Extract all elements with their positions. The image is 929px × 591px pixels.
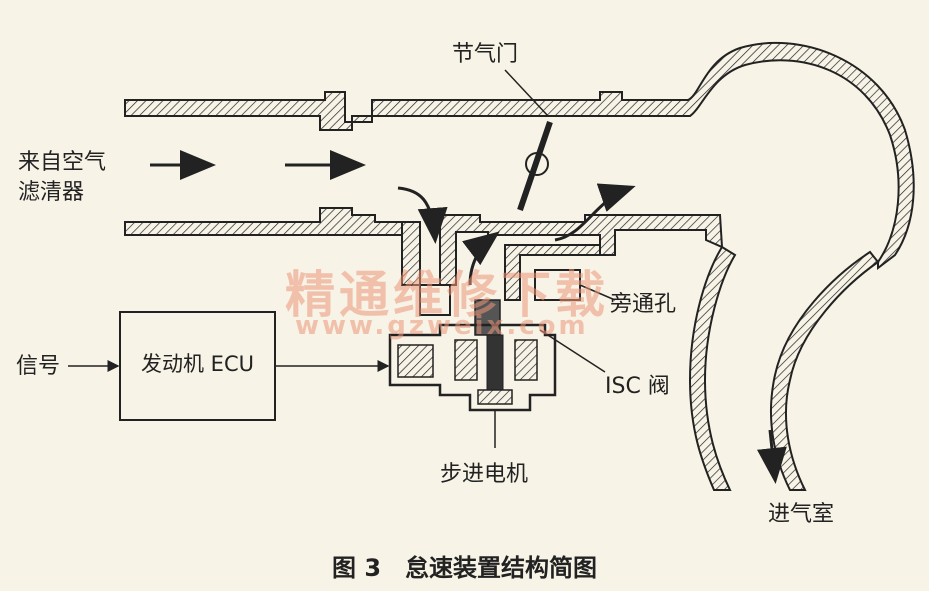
intake-chamber-wall [688,245,880,491]
figure-caption: 图 3 怠速装置结构简图 [331,554,598,582]
bypass-hole-label: 旁通孔 [610,292,677,317]
air-from-filter-label-line1: 来自空气 [18,150,107,175]
ecu-label: 发动机 ECU [141,352,254,376]
isc-valve-label: ISC 阀 [605,374,670,399]
watermark-url: www.gzweix.com [295,311,589,341]
airflow-arrows [150,150,787,484]
throttle-plate [504,69,553,211]
upper-pipe-wall [124,41,915,271]
air-from-filter-label-line2: 滤清器 [18,180,85,205]
bypass-channel [504,244,616,301]
throttle-label: 节气门 [452,42,519,67]
isc-valve-body [388,284,606,448]
watermark-title: 精通维修下载 [285,266,609,324]
signal-label: 信号 [16,354,61,379]
intake-chamber-label: 进气室 [768,502,835,527]
stepper-motor-label: 步进电机 [440,462,529,487]
